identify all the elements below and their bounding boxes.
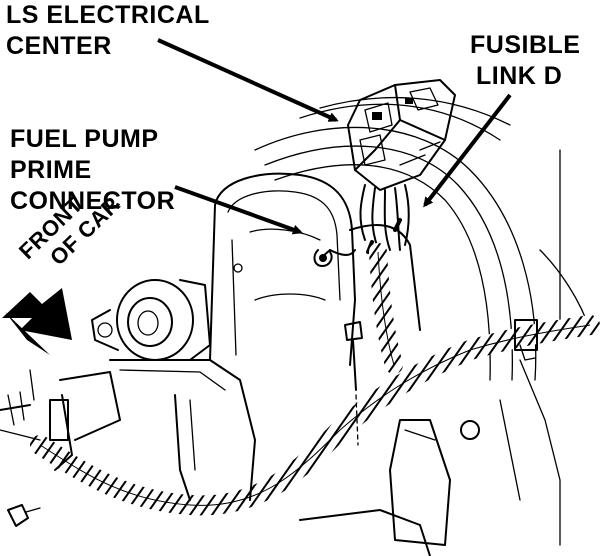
prime-connector [313,249,333,267]
label-fuel-pump-prime-connector: FUEL PUMP PRIME CONNECTOR [10,124,175,217]
label-ls-electrical-center: LS ELECTRICAL CENTER [6,0,210,62]
label-line: FUEL PUMP [10,125,159,153]
label-line: PRIME [10,156,92,184]
strut-tower [209,172,421,366]
label-line: LS ELECTRICAL [6,1,210,29]
main-harness-edge [39,324,591,506]
main-harness [30,315,600,516]
label-line: CENTER [6,32,112,60]
vertical-conduit [369,243,403,374]
leader-arrows [157,38,512,235]
label-line: FUSIBLE [470,31,581,59]
vertical-conduit-edge [377,251,395,366]
ls-electrical-center-box [347,79,456,191]
bolt [7,321,363,527]
harness-clamp [514,319,538,361]
label-fusible-link-d: FUSIBLE LINK D [470,30,580,92]
lower-structure [0,359,561,556]
wire-bundle [321,184,410,258]
label-line: LINK D [476,62,563,90]
round-component [91,279,211,361]
front-direction-arrow [2,288,72,355]
fender-outline [254,96,591,381]
label-line: CONNECTOR [10,187,176,215]
